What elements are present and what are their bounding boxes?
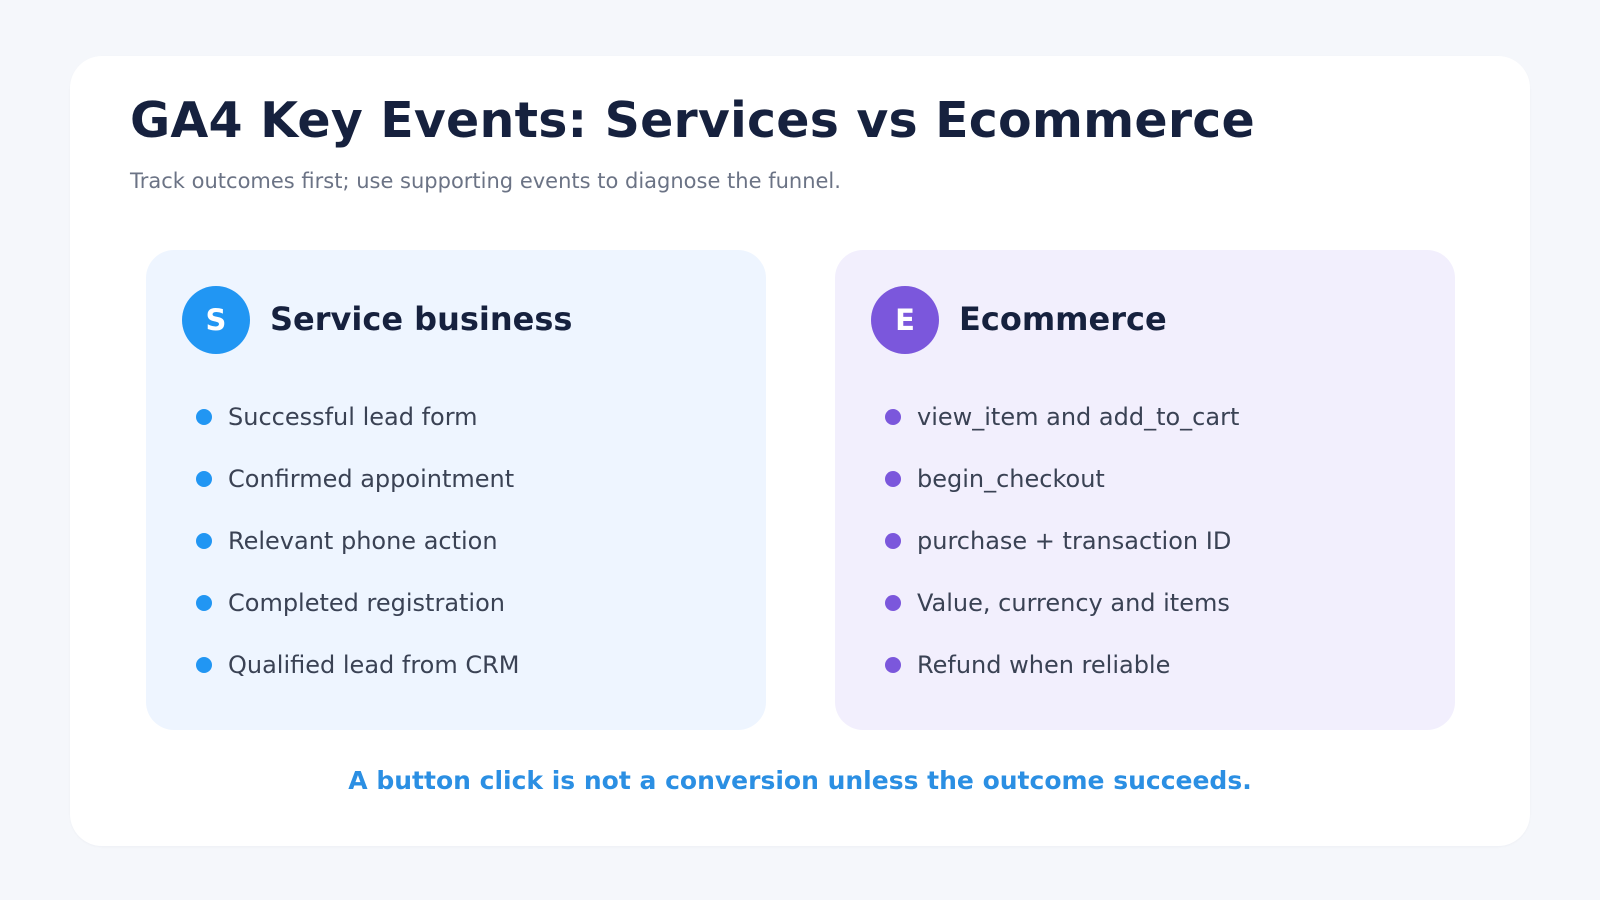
bullet-dot-icon [196,409,212,425]
list-item: Qualified lead from CRM [196,634,520,696]
list-item-label: Confirmed appointment [228,465,515,493]
bullet-dot-icon [885,657,901,673]
list-item-label: begin_checkout [917,465,1105,493]
list-item-label: Value, currency and items [917,589,1230,617]
ecommerce-panel: E Ecommerce view_item and add_to_cart be… [835,250,1455,730]
ecommerce-event-list: view_item and add_to_cart begin_checkout… [885,386,1239,696]
bullet-dot-icon [885,595,901,611]
bullet-dot-icon [885,533,901,549]
service-business-panel: S Service business Successful lead form … [146,250,766,730]
list-item: Value, currency and items [885,572,1239,634]
page-subtitle: Track outcomes first; use supporting eve… [130,169,841,193]
list-item-label: Successful lead form [228,403,478,431]
service-event-list: Successful lead form Confirmed appointme… [196,386,520,696]
bullet-dot-icon [196,657,212,673]
list-item: purchase + transaction ID [885,510,1239,572]
ecommerce-panel-title: Ecommerce [959,300,1167,338]
list-item-label: purchase + transaction ID [917,527,1232,555]
bullet-dot-icon [885,409,901,425]
bullet-dot-icon [885,471,901,487]
list-item-label: Refund when reliable [917,651,1171,679]
service-badge-icon: S [182,286,250,354]
main-card: GA4 Key Events: Services vs Ecommerce Tr… [70,56,1530,846]
list-item: view_item and add_to_cart [885,386,1239,448]
bullet-dot-icon [196,471,212,487]
list-item-label: view_item and add_to_cart [917,403,1240,431]
ecommerce-badge-icon: E [871,286,939,354]
service-panel-title: Service business [270,300,573,338]
list-item: Completed registration [196,572,520,634]
list-item-label: Completed registration [228,589,505,617]
list-item: Successful lead form [196,386,520,448]
bullet-dot-icon [196,595,212,611]
footer-note: A button click is not a conversion unles… [348,766,1252,795]
list-item: Confirmed appointment [196,448,520,510]
list-item: Refund when reliable [885,634,1239,696]
bullet-dot-icon [196,533,212,549]
list-item-label: Relevant phone action [228,527,498,555]
list-item: begin_checkout [885,448,1239,510]
list-item: Relevant phone action [196,510,520,572]
page-title: GA4 Key Events: Services vs Ecommerce [130,92,1255,149]
list-item-label: Qualified lead from CRM [228,651,520,679]
